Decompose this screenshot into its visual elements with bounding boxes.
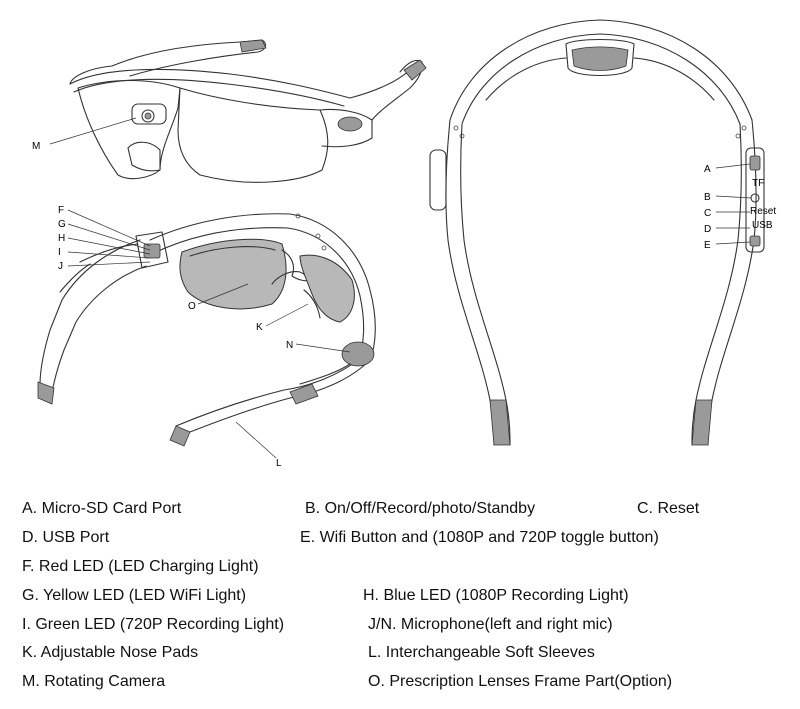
port-label-reset: Reset — [750, 206, 776, 217]
legend-item-g: G. Yellow LED (LED WiFi Light) — [22, 587, 247, 604]
legend-item-i: I. Green LED (720P Recording Light) — [22, 616, 285, 633]
callout-m: M — [32, 141, 40, 152]
callout-n: N — [286, 340, 293, 351]
legend-item-k: K. Adjustable Nose Pads — [22, 644, 199, 661]
callout-h: H — [58, 233, 65, 244]
callout-f: F — [58, 205, 64, 216]
glasses-angled-view: F G H I J O K N L — [37, 205, 376, 469]
callout-o: O — [188, 301, 196, 312]
callout-a: A — [704, 164, 711, 175]
port-label-tf: TF — [752, 178, 764, 189]
glasses-illustration: M — [32, 19, 776, 469]
legend-item-c: C. Reset — [637, 500, 700, 517]
legend-item-o: O. Prescription Lenses Frame Part(Option… — [368, 673, 673, 690]
legend-item-jn: J/N. Microphone(left and right mic) — [368, 616, 613, 633]
legend-item-b: B. On/Off/Record/photo/Standby — [305, 500, 536, 517]
callout-j: J — [58, 261, 63, 272]
glasses-top-view: TF Reset USB A B C D E — [429, 19, 776, 446]
legend-item-l: L. Interchangeable Soft Sleeves — [368, 644, 595, 661]
glasses-front-view: M — [32, 39, 427, 183]
port-label-usb: USB — [752, 220, 773, 231]
callout-g: G — [58, 219, 66, 230]
legend-item-m: M. Rotating Camera — [22, 673, 166, 690]
callout-d: D — [704, 224, 711, 235]
legend-item-a: A. Micro-SD Card Port — [22, 500, 182, 517]
legend-item-h: H. Blue LED (1080P Recording Light) — [363, 587, 629, 604]
callout-e: E — [704, 240, 711, 251]
legend-item-f: F. Red LED (LED Charging Light) — [22, 558, 259, 575]
callout-c: C — [704, 208, 711, 219]
callout-l: L — [276, 458, 282, 469]
legend-item-e: E. Wifi Button and (1080P and 720P toggl… — [300, 529, 659, 546]
callout-k: K — [256, 322, 263, 333]
callout-b: B — [704, 192, 711, 203]
legend-item-d: D. USB Port — [22, 529, 110, 546]
callout-i: I — [58, 247, 61, 258]
